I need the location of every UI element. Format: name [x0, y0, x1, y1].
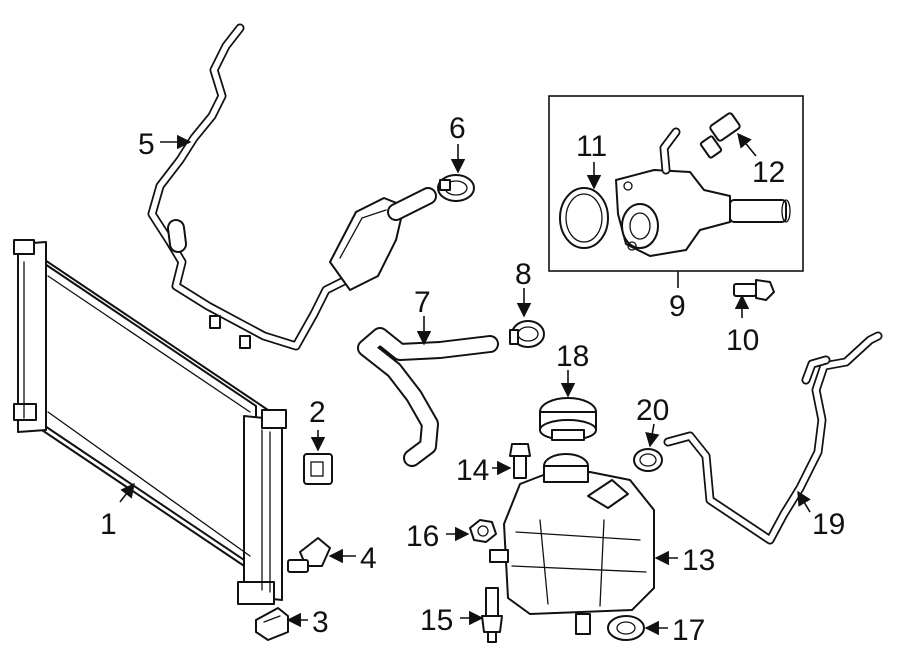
- callout-20: 20: [636, 394, 669, 427]
- thermostat-inset-box: [548, 95, 804, 272]
- leader-12: [737, 132, 757, 157]
- coolant-reservoir-part-13: [489, 453, 655, 635]
- callout-6: 6: [449, 112, 466, 145]
- callout-labels: 1 2 3 4 5 6 7 8 9 10 11 12 13 14 15 16 1…: [100, 112, 845, 647]
- thermostat-housing-part-9: [615, 127, 791, 257]
- temp-sensor-part-12: [699, 112, 741, 159]
- callout-16: 16: [406, 520, 439, 553]
- clamp-part-8: [509, 320, 545, 348]
- callout-18: 18: [556, 340, 589, 373]
- leader-20: [645, 423, 660, 448]
- overflow-hose-part-19: [663, 331, 883, 545]
- o-ring-part-11: [559, 187, 609, 249]
- drain-plug-part-4: [287, 537, 331, 573]
- clamp-part-20: [633, 448, 663, 472]
- bolt-part-15: [481, 587, 503, 643]
- nut-part-16: [469, 519, 497, 543]
- clip-part-2: [303, 453, 333, 485]
- callout-8: 8: [515, 258, 532, 291]
- upper-hose-part-5: [147, 23, 437, 351]
- callout-7: 7: [414, 286, 431, 319]
- leader-19: [797, 490, 811, 513]
- radiator-part: [13, 239, 287, 605]
- callout-9: 9: [669, 290, 686, 323]
- stud-part-14: [509, 443, 531, 479]
- callout-12: 12: [752, 156, 785, 189]
- bracket-part-3: [255, 607, 289, 641]
- callout-15: 15: [420, 604, 453, 637]
- clamp-part-6: [437, 174, 475, 202]
- callout-1: 1: [100, 508, 117, 541]
- callout-19: 19: [812, 508, 845, 541]
- callout-10: 10: [726, 324, 759, 357]
- leader-1: [119, 482, 135, 503]
- callout-4: 4: [360, 542, 377, 575]
- callout-13: 13: [682, 544, 715, 577]
- callout-5: 5: [138, 128, 155, 161]
- callout-14: 14: [456, 454, 489, 487]
- callout-3: 3: [312, 606, 329, 639]
- reservoir-cap-part-18: [539, 397, 597, 441]
- leader-lines: [119, 132, 811, 636]
- lower-hose-part-7: [357, 327, 499, 467]
- grommet-part-17: [607, 615, 645, 641]
- callout-11: 11: [576, 130, 607, 163]
- bolt-part-10: [733, 279, 775, 301]
- callout-17: 17: [672, 614, 705, 647]
- callout-2: 2: [309, 396, 326, 429]
